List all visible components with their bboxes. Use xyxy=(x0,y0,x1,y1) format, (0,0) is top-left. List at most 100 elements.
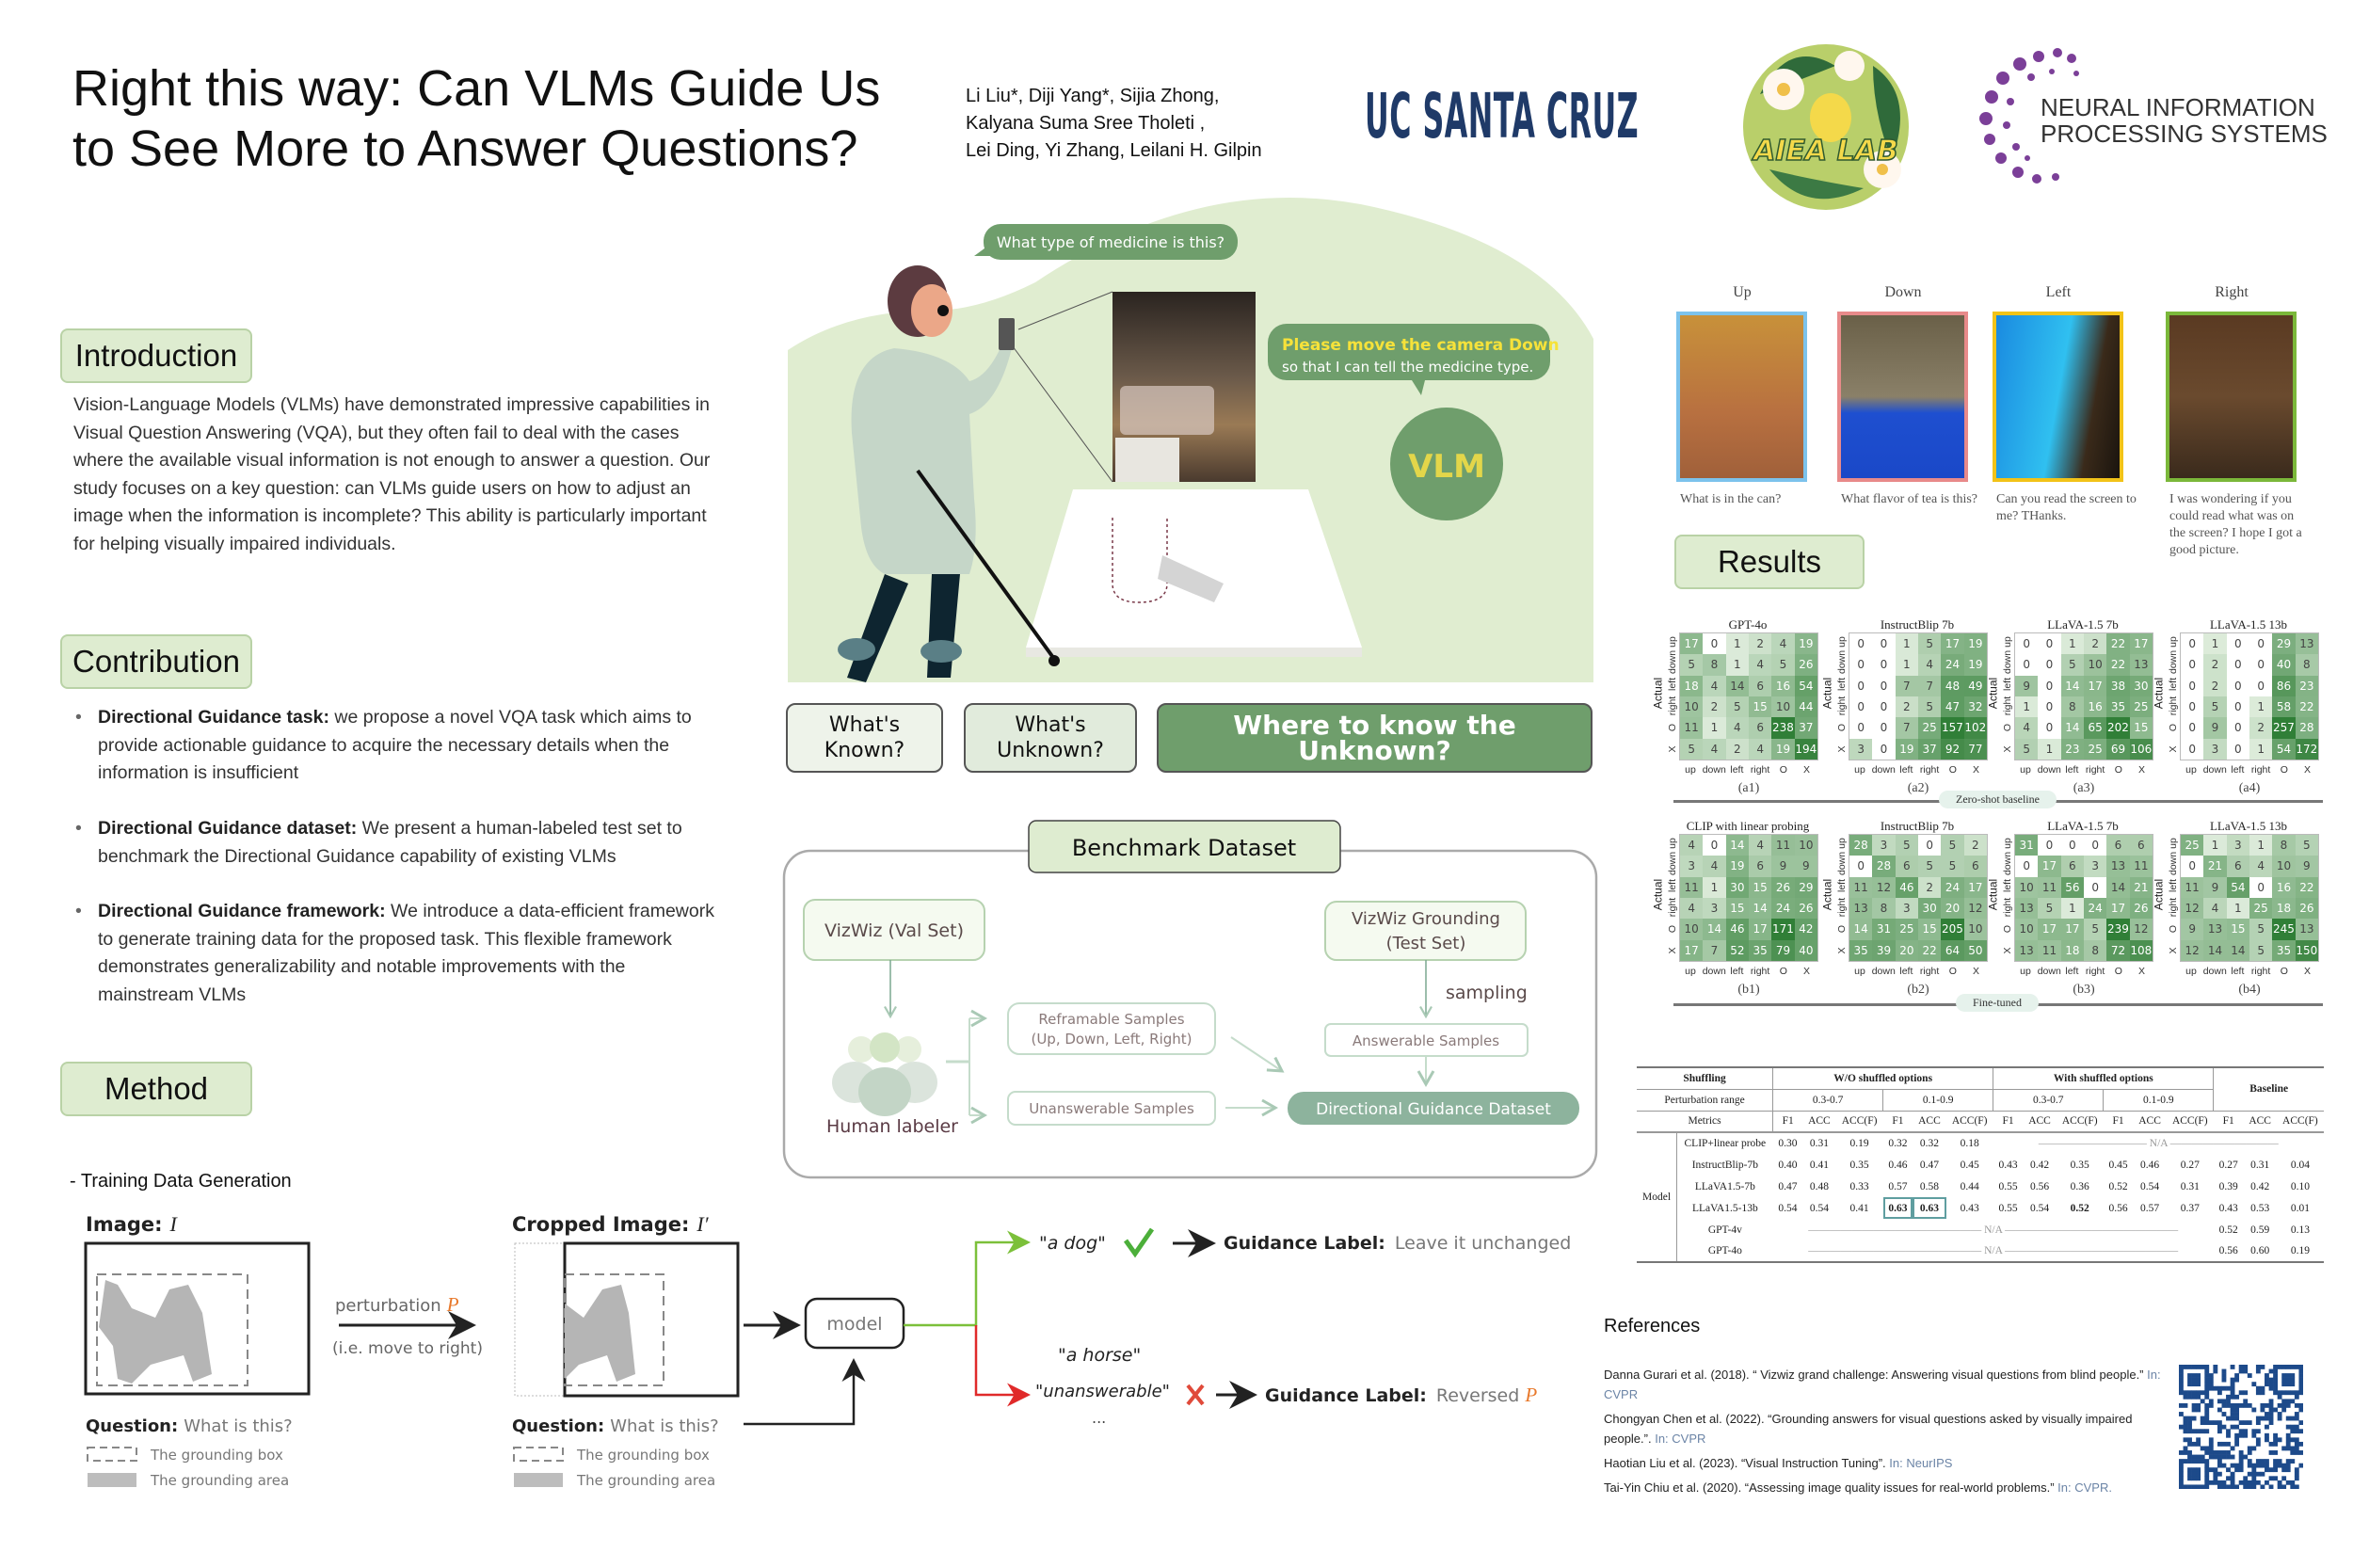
matrix-cell: 0 xyxy=(2060,835,2084,856)
matrix-cell: 47 xyxy=(1941,696,1964,718)
matrix-cell: 13 xyxy=(2106,856,2130,877)
matrix-cell: 10 xyxy=(2015,919,2039,940)
matrix-cell: 22 xyxy=(1918,939,1942,961)
matrix-cell: 5 xyxy=(1918,696,1942,718)
matrix-cell: 17 xyxy=(1749,919,1772,940)
example-photo xyxy=(1993,312,2123,482)
x-tick-label: X xyxy=(1972,966,1979,977)
table-cell: ACC xyxy=(2138,1115,2161,1128)
human-labeler-label: Human labeler xyxy=(826,1116,958,1137)
table-cell: ACC(F) xyxy=(2061,1115,2098,1128)
question-label: Question: xyxy=(86,1416,178,1436)
x-tick-label: up xyxy=(2185,764,2197,776)
table xyxy=(1026,489,1362,648)
x-tick-label: O xyxy=(1948,966,1957,977)
table-cell: 0.41 xyxy=(1849,1202,1869,1214)
results-heading: Results xyxy=(1674,535,1865,589)
y-tick-label: X xyxy=(2002,745,2013,753)
table-cell: 0.35 xyxy=(1849,1159,1869,1171)
guidance-keep-line: Guidance Label:Leave it unchanged xyxy=(1224,1233,1571,1254)
example-question: What flavor of tea is this? xyxy=(1841,492,1978,506)
matrix-cell: 1 xyxy=(2015,696,2039,718)
matrix-cell: 0 xyxy=(2226,738,2249,760)
phone-icon xyxy=(999,318,1015,350)
poster-title: Right this way: Can VLMs Guide Us to See… xyxy=(72,58,920,179)
reference-venue[interactable]: In: CVPR xyxy=(1655,1432,1706,1446)
matrix-cell: 13 xyxy=(2203,919,2227,940)
x-tick-label: O xyxy=(2280,764,2288,776)
matrix-cell: 40 xyxy=(1794,939,1817,961)
vizwiz-val-box xyxy=(803,899,985,961)
model-name: CLIP+linear probe xyxy=(1684,1138,1767,1149)
illustration: What type of medicine is this? Please mo… xyxy=(788,198,1593,682)
matrix-cell: 0 xyxy=(1872,696,1896,718)
matrix-cell: 15 xyxy=(2129,717,2153,739)
table-cell: 0.40 xyxy=(1778,1159,1798,1171)
matrix-cell: 8 xyxy=(1703,654,1726,676)
model-name: LLaVA1.5-13b xyxy=(1691,1202,1758,1214)
reference-venue[interactable]: In: CVPR xyxy=(1604,1368,2161,1401)
matrix-cell: 1 xyxy=(2203,633,2227,655)
matrix-cell: 29 xyxy=(2272,633,2296,655)
matrix-cell: 21 xyxy=(2129,876,2153,898)
matrix-cell: 4 xyxy=(1749,738,1772,760)
matrix-cell: 6 xyxy=(2060,856,2084,877)
guidance-symbol: P xyxy=(1524,1384,1537,1406)
y-tick-label: down xyxy=(2002,649,2013,674)
legend-box-label: The grounding box xyxy=(150,1447,283,1464)
matrix-cell: 1 xyxy=(1703,876,1726,898)
box-line: What's xyxy=(1015,713,1086,737)
box-line: Known? xyxy=(824,739,905,762)
x-tick-label: right xyxy=(1750,764,1770,776)
matrix-cell: 9 xyxy=(2203,717,2227,739)
cropped-out-region xyxy=(514,1242,566,1397)
matrix-cell: 9 xyxy=(2295,856,2318,877)
reference-text: Tai-Yin Chiu et al. (2020). “Assessing i… xyxy=(1604,1480,2058,1495)
matrix-cell: 3 xyxy=(2084,856,2107,877)
reference-venue[interactable]: In: CVPR. xyxy=(2057,1480,2112,1495)
matrix-cell: 18 xyxy=(2060,939,2084,961)
matrix-cell: 6 xyxy=(1963,856,1987,877)
matrix-cell: 0 xyxy=(2015,856,2039,877)
matrix-cell: 79 xyxy=(1771,939,1795,961)
x-tick-label: right xyxy=(2085,764,2105,776)
x-tick-label: down xyxy=(1871,966,1896,977)
legend-box-label: The grounding box xyxy=(576,1447,710,1464)
matrix-cell: 14 xyxy=(1725,835,1749,856)
y-tick-label: up xyxy=(2168,838,2179,849)
answerable-label: Answerable Samples xyxy=(1353,1032,1499,1049)
matrix-cell: 0 xyxy=(1849,654,1873,676)
benchmark-title: Benchmark Dataset xyxy=(1072,835,1296,861)
reference-text: Danna Gurari et al. (2018). “ Vizwiz gra… xyxy=(1604,1368,2148,1382)
reference-venue[interactable]: In: NeurIPS xyxy=(1889,1456,1953,1470)
matrix-cell: 0 xyxy=(2249,675,2273,696)
matrix-cell: 7 xyxy=(1895,675,1918,696)
matrix-cell: 56 xyxy=(2060,876,2084,898)
matrix-cell: 0 xyxy=(1872,738,1896,760)
vlm-circle xyxy=(1390,408,1503,520)
matrix-cell: 3 xyxy=(1680,856,1704,877)
y-tick-label: left xyxy=(2168,879,2179,893)
qr-code-icon[interactable] xyxy=(2179,1365,2303,1489)
y-tick-label: X xyxy=(1667,745,1678,753)
table-cell: 0.56 xyxy=(2218,1245,2238,1256)
matrix-cell: 54 xyxy=(2226,876,2249,898)
x-tick-label: X xyxy=(2303,764,2311,776)
table-cell: 0.54 xyxy=(1778,1202,1798,1214)
table-cell: 0.46 xyxy=(1888,1159,1908,1171)
matrix-cell: 10 xyxy=(2272,856,2296,877)
matrix-cell: 0 xyxy=(2226,717,2249,739)
table-cell: 0.57 xyxy=(2140,1202,2160,1214)
y-tick-label: left xyxy=(1667,879,1678,893)
table-cell: 0.59 xyxy=(2250,1224,2270,1236)
grounding-box xyxy=(96,1273,248,1386)
reference-item: Chongyan Chen et al. (2022). “Grounding … xyxy=(1604,1409,2169,1448)
matrix-cell: 14 xyxy=(1749,898,1772,920)
view-line xyxy=(1012,345,1113,483)
grounding-area-legend-icon xyxy=(514,1473,563,1487)
y-tick-label: O xyxy=(2168,924,2179,933)
